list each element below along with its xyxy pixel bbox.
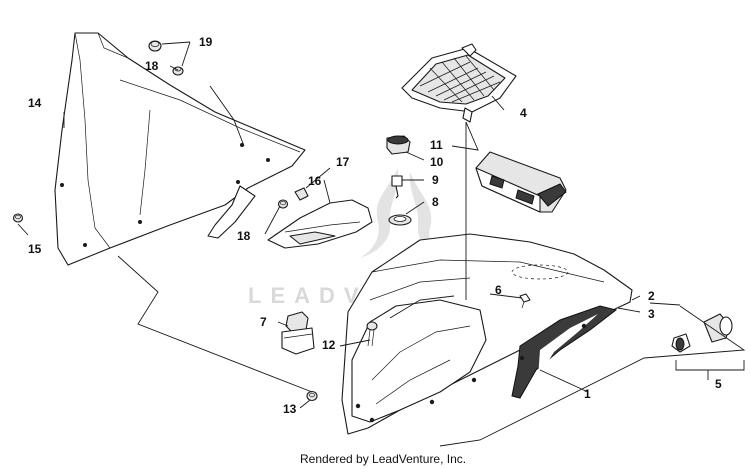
callout-9: 9	[432, 173, 439, 187]
fastener-part-17[interactable]	[294, 187, 309, 201]
callout-16: 16	[308, 174, 322, 188]
callouts: 1 2 3 4 5 6 7 8 9 10 11 12 13 14 15 16 1…	[28, 35, 722, 416]
callout-14: 14	[28, 96, 42, 110]
callout-19: 19	[199, 35, 213, 49]
callout-1: 1	[584, 387, 591, 401]
callout-13: 13	[283, 402, 297, 416]
callout-5: 5	[715, 377, 722, 391]
callout-6: 6	[495, 283, 502, 297]
callout-18-top: 18	[145, 59, 159, 73]
callout-15: 15	[28, 242, 42, 256]
hood-part-1[interactable]	[341, 233, 633, 435]
screw-part-6[interactable]	[519, 293, 531, 309]
module-part-11[interactable]	[475, 151, 567, 213]
callout-11: 11	[430, 138, 443, 152]
callout-17: 17	[336, 155, 350, 169]
leader-lines	[17, 41, 746, 447]
callout-10: 10	[430, 155, 444, 169]
callout-7: 7	[260, 315, 267, 329]
ring-part-8[interactable]	[388, 214, 412, 226]
callout-18-bottom: 18	[237, 229, 251, 243]
plug-part-5[interactable]	[671, 313, 733, 353]
ignition-cap-part-10[interactable]	[386, 135, 411, 155]
callout-4: 4	[520, 106, 527, 120]
screw-part-18[interactable]	[277, 199, 289, 209]
screw-part-15[interactable]	[12, 213, 24, 223]
sensor-part-7[interactable]	[281, 311, 315, 355]
nut-part-13[interactable]	[306, 390, 318, 402]
key-part-9[interactable]	[391, 175, 403, 199]
footer-credit: Rendered by LeadVenture, Inc.	[300, 452, 466, 466]
callout-2: 2	[648, 289, 655, 303]
windshield-bracket	[207, 185, 256, 239]
grommet-part-19-top[interactable]	[148, 40, 162, 52]
callout-12: 12	[322, 338, 336, 352]
callout-3: 3	[648, 307, 655, 321]
storage-net-part-4[interactable]	[401, 43, 517, 123]
side-housing-part-16[interactable]	[267, 199, 373, 249]
callout-8: 8	[432, 195, 439, 209]
bolt-part-12[interactable]	[366, 321, 378, 347]
